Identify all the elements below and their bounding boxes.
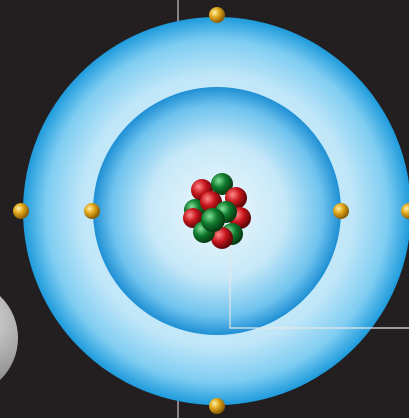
side-sphere bbox=[0, 296, 18, 380]
neutron bbox=[211, 173, 233, 195]
electron-outer-left bbox=[13, 203, 29, 219]
neutron bbox=[201, 208, 225, 232]
electron-outer-bottom bbox=[209, 398, 225, 414]
proton bbox=[211, 227, 233, 249]
nucleus-leader-line bbox=[229, 228, 409, 329]
electron-inner-left bbox=[84, 203, 100, 219]
electron-inner-right bbox=[333, 203, 349, 219]
nucleus bbox=[183, 173, 251, 249]
electron-outer-top bbox=[209, 7, 225, 23]
electron-outer-right bbox=[401, 203, 409, 219]
